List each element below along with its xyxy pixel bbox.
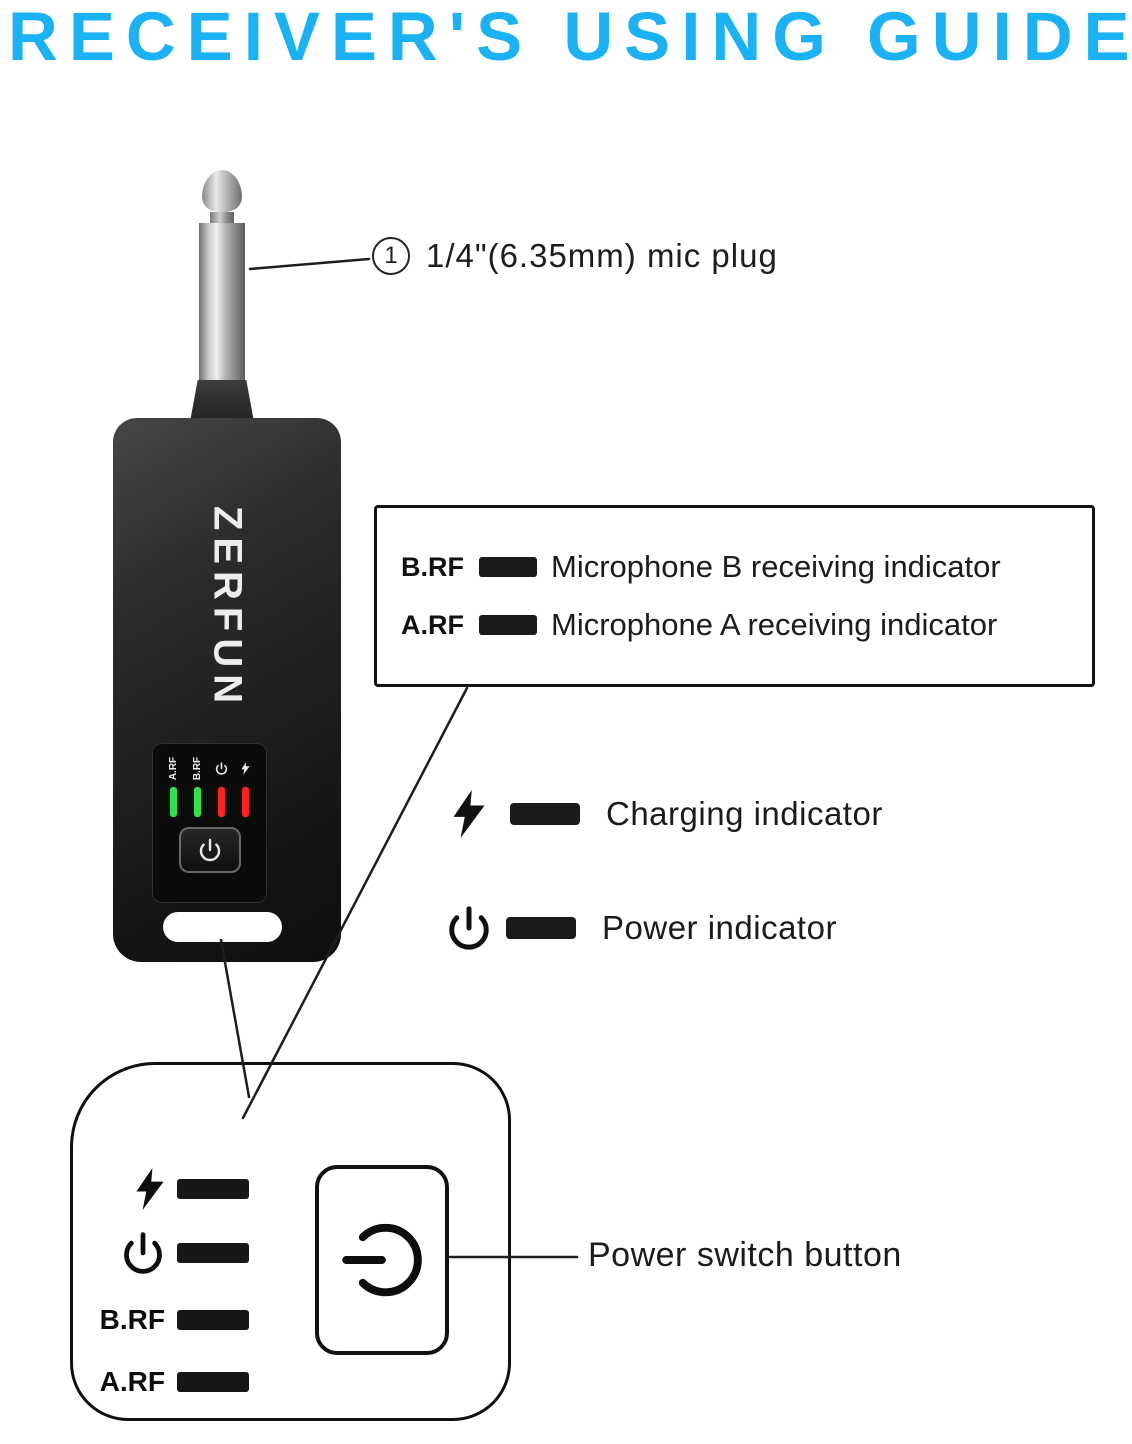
panel-label-brf: B.RF	[192, 756, 204, 780]
led-b-rf	[194, 787, 202, 817]
power-icon	[210, 751, 234, 785]
charging-bar	[510, 803, 580, 825]
led-a-rf	[170, 787, 178, 817]
plug-connector-line	[248, 257, 371, 271]
plug-tip	[202, 170, 242, 212]
power-bar	[506, 917, 576, 939]
clip-slot	[163, 912, 282, 942]
zoom-row-brf: B.RF	[89, 1296, 249, 1344]
led-panel: A.RF B.RF	[152, 743, 267, 903]
mic-plug	[190, 170, 254, 422]
led-charging	[241, 787, 249, 817]
arf-bar	[177, 1372, 249, 1392]
power-switch-label: Power switch button	[588, 1236, 902, 1274]
panel-leds	[162, 787, 257, 819]
arf-bar	[479, 615, 537, 635]
charging-legend: Charging indicator	[452, 788, 883, 840]
arf-label: A.RF	[401, 609, 464, 640]
plug-base	[190, 380, 254, 422]
zoom-row-charging	[89, 1165, 249, 1213]
zoom-row-power	[89, 1229, 249, 1277]
power-switch-button	[315, 1165, 449, 1355]
callout-number: 1	[372, 237, 410, 275]
brf-row: B.RF Microphone B receiving indicator	[401, 549, 1092, 585]
power-text: Power indicator	[602, 909, 837, 946]
brf-text: Microphone B receiving indicator	[551, 549, 1001, 584]
charging-icon	[89, 1168, 165, 1210]
panel-labels: A.RF B.RF	[162, 751, 257, 785]
power-button	[178, 827, 241, 873]
power-icon	[89, 1231, 165, 1275]
charging-text: Charging indicator	[606, 795, 883, 832]
plug-shaft	[199, 223, 245, 380]
power-icon	[199, 838, 220, 862]
zoom-row-arf: A.RF	[89, 1358, 249, 1406]
power-icon	[446, 905, 492, 951]
charging-bar	[177, 1179, 249, 1199]
panel-label-arf: A.RF	[168, 756, 180, 780]
arf-label: A.RF	[99, 1366, 165, 1397]
page-title: RECEIVER'S USING GUIDE	[8, 0, 1132, 75]
charging-icon	[452, 790, 486, 838]
led-power	[217, 787, 225, 817]
charging-icon	[233, 751, 257, 785]
brf-label: B.RF	[99, 1304, 165, 1335]
brand-label: ZERFUN	[205, 505, 250, 711]
brf-label: B.RF	[401, 551, 464, 582]
power-icon	[342, 1223, 422, 1297]
mic-plug-callout: 1 1/4"(6.35mm) mic plug	[372, 237, 778, 275]
plug-neck	[210, 212, 234, 223]
power-bar	[177, 1243, 249, 1263]
mic-plug-text: 1/4"(6.35mm) mic plug	[426, 237, 778, 274]
arf-text: Microphone A receiving indicator	[551, 607, 998, 642]
zoom-panel: B.RF A.RF	[70, 1062, 511, 1421]
brf-bar	[479, 557, 537, 577]
receiving-indicator-box: B.RF Microphone B receiving indicator A.…	[374, 505, 1095, 687]
brf-bar	[177, 1310, 249, 1330]
power-legend: Power indicator	[446, 902, 837, 954]
arf-row: A.RF Microphone A receiving indicator	[401, 607, 1092, 643]
receiver-body: ZERFUN A.RF B.RF	[113, 418, 341, 962]
